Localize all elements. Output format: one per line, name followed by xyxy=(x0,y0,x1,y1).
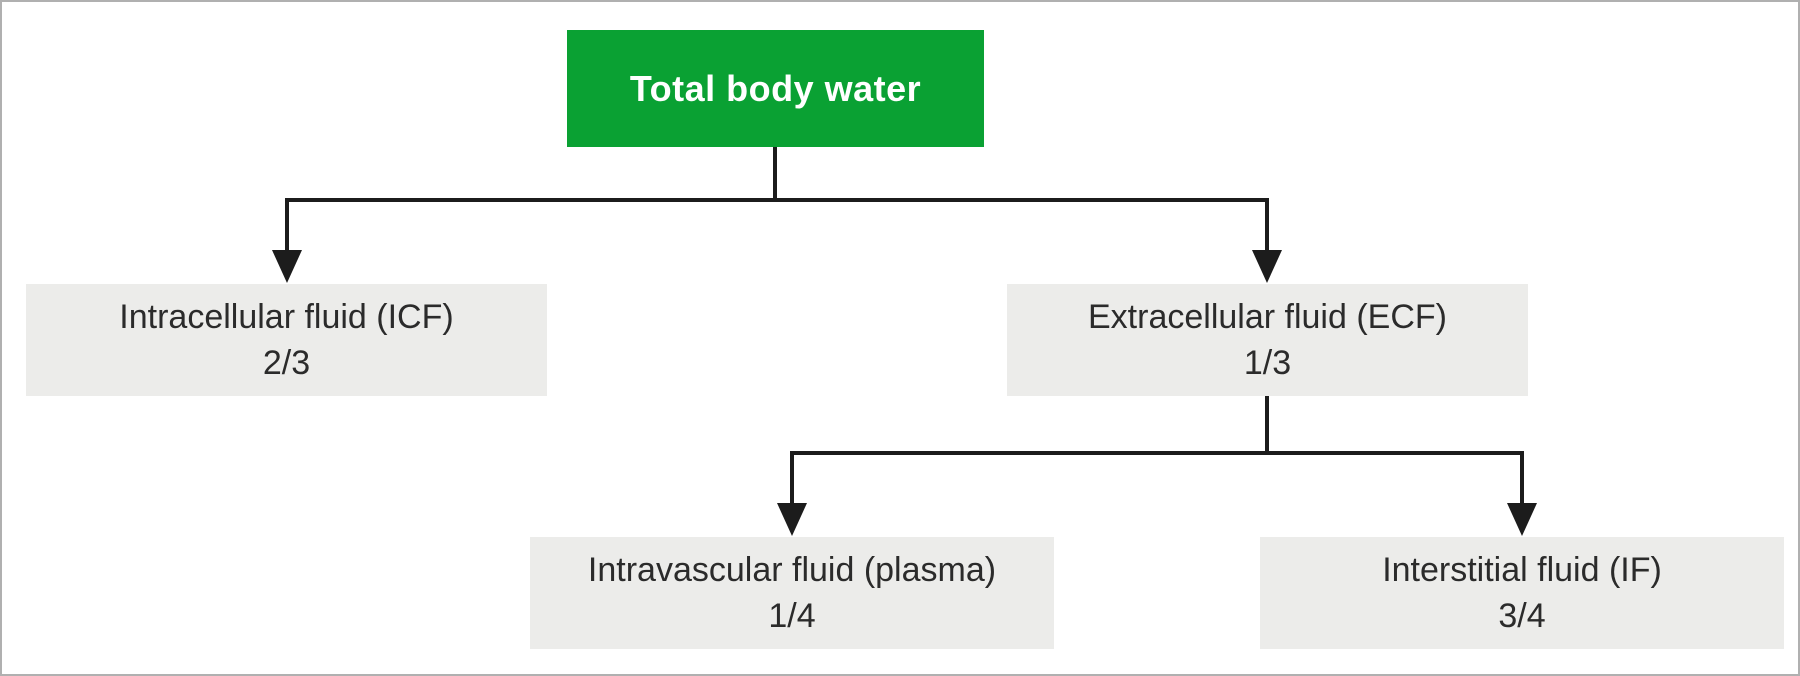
node-interstitial-fluid-fraction: 3/4 xyxy=(1498,597,1546,635)
node-interstitial-fluid: Interstitial fluid (IF) 3/4 xyxy=(1260,537,1784,649)
connector-level2 xyxy=(790,451,1524,507)
node-extracellular-fluid: Extracellular fluid (ECF) 1/3 xyxy=(1007,284,1528,396)
arrowhead-icf-icon xyxy=(272,250,302,283)
arrowhead-ecf-icon xyxy=(1252,250,1282,283)
node-total-body-water-label: Total body water xyxy=(629,67,922,109)
node-intracellular-fluid-fraction: 2/3 xyxy=(262,344,311,382)
node-extracellular-fluid-label: Extracellular fluid (ECF) xyxy=(1088,298,1447,336)
arrowhead-plasma-icon xyxy=(777,503,807,536)
node-intravascular-fluid: Intravascular fluid (plasma) 1/4 xyxy=(530,537,1054,649)
arrowhead-interstitial-icon xyxy=(1507,503,1537,536)
node-total-body-water: Total body water xyxy=(567,30,984,147)
node-intravascular-fluid-label: Intravascular fluid (plasma) xyxy=(587,551,997,589)
node-intracellular-fluid-label: Intracellular fluid (ICF) xyxy=(119,298,454,336)
connector-level1 xyxy=(285,198,1269,254)
node-extracellular-fluid-fraction: 1/3 xyxy=(1243,344,1292,382)
node-interstitial-fluid-label: Interstitial fluid (IF) xyxy=(1382,551,1662,589)
node-intracellular-fluid: Intracellular fluid (ICF) 2/3 xyxy=(26,284,547,396)
node-intravascular-fluid-fraction: 1/4 xyxy=(768,597,816,635)
